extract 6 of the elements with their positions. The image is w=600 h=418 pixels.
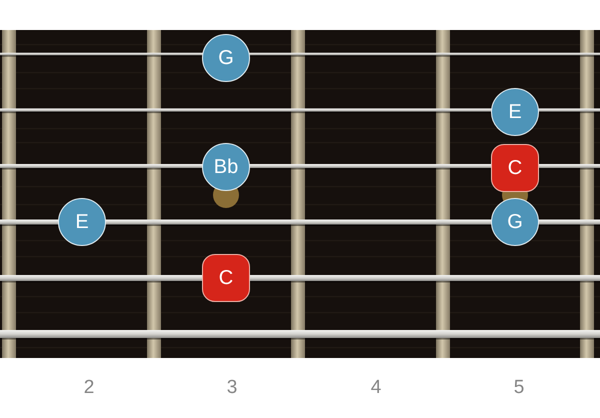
fret-number: 5 xyxy=(514,377,524,399)
fret-number: 3 xyxy=(226,377,238,399)
fret-number: 2 xyxy=(84,377,94,399)
root-note-marker: C xyxy=(491,144,539,192)
root-note-marker: C xyxy=(202,254,250,302)
fret-number: 4 xyxy=(370,377,382,399)
